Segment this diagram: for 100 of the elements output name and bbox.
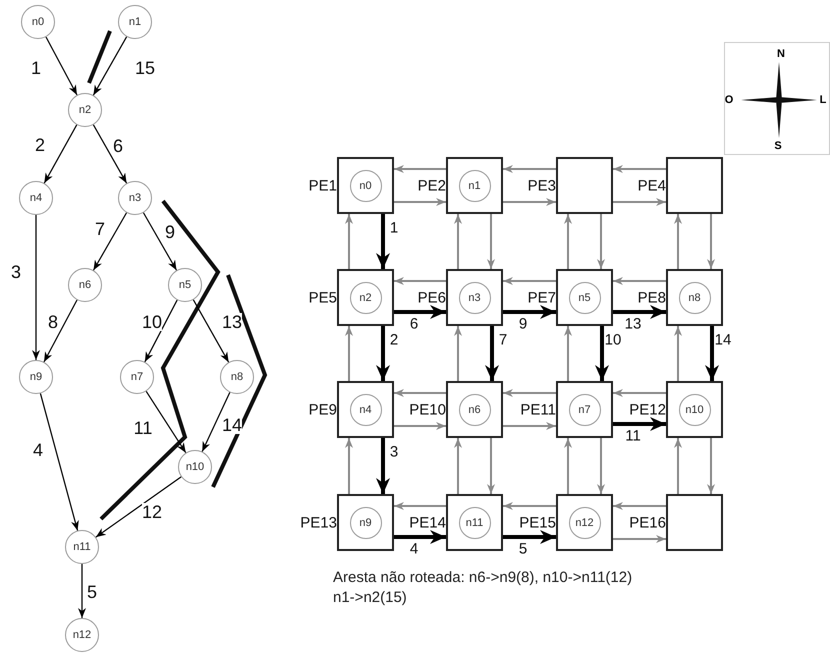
- edge-label: 5: [518, 542, 528, 556]
- edge-label: 2: [390, 332, 398, 348]
- arrow: [92, 124, 128, 184]
- arrow: [613, 165, 666, 173]
- arrow: [613, 389, 666, 397]
- edge-label: 1: [31, 59, 41, 77]
- processor-label: PE8: [638, 289, 666, 306]
- arrow: [564, 214, 572, 269]
- arrow: [613, 502, 666, 510]
- arrow: [503, 389, 556, 397]
- arrow: [146, 390, 186, 454]
- task-circle: [168, 268, 202, 302]
- task-name: n4: [359, 404, 372, 416]
- edge-label: 13: [624, 316, 642, 332]
- task-name: n10: [685, 404, 704, 416]
- processor-label: PE1: [308, 177, 337, 194]
- arrow: [44, 124, 78, 184]
- task-name: n12: [72, 629, 92, 641]
- arrow: [597, 214, 605, 269]
- arrow: [376, 214, 390, 269]
- arrow: [595, 326, 609, 381]
- arrow: [78, 564, 86, 618]
- arrow: [707, 438, 715, 494]
- task-circle: [458, 394, 490, 426]
- arrow: [376, 438, 390, 494]
- processor-label: PE11: [520, 401, 556, 418]
- task-circle: [458, 170, 490, 202]
- arrow: [394, 530, 446, 544]
- arrow: [564, 438, 572, 494]
- arrow: [394, 502, 446, 510]
- task-name: n7: [578, 404, 591, 416]
- processor-label: PE10: [409, 401, 446, 418]
- task-circle: [568, 394, 600, 426]
- task-circle: [458, 506, 490, 538]
- direction-letter: L: [820, 94, 826, 106]
- arrow: [613, 277, 666, 285]
- arrow: [96, 476, 182, 538]
- edge-label: 15: [134, 59, 156, 77]
- arrow: [503, 305, 556, 319]
- task-name: n2: [78, 104, 92, 116]
- task-name: n1: [128, 16, 142, 28]
- task-circle: [678, 394, 710, 426]
- processor-label: PE6: [418, 289, 446, 306]
- processor-label: PE13: [300, 514, 337, 531]
- task-name: n7: [130, 371, 144, 383]
- direction-letter: N: [777, 48, 785, 60]
- arrow: [202, 392, 230, 452]
- arrow: [345, 438, 353, 494]
- arrow: [613, 198, 666, 206]
- arrow: [503, 502, 556, 510]
- edge-label: 11: [134, 419, 152, 437]
- processor-label: PE16: [629, 514, 666, 531]
- edge-label: 10: [142, 313, 162, 331]
- task-circle: [65, 530, 99, 564]
- task-circle: [568, 506, 600, 538]
- arrow: [40, 393, 79, 531]
- arrow: [144, 300, 178, 362]
- processor-label: PE12: [629, 401, 666, 418]
- task-circle: [65, 618, 99, 652]
- arrow: [192, 300, 230, 362]
- arrow: [376, 326, 390, 381]
- task-name: n10: [186, 461, 204, 473]
- arrow: [613, 305, 666, 319]
- edge-label: 3: [390, 444, 398, 460]
- arrow: [487, 438, 495, 494]
- arrow: [613, 535, 666, 543]
- caption: Aresta não roteada: n6->n9(8), n10->n11(12) n1->n2(15): [333, 568, 634, 608]
- task-name: n5: [178, 279, 192, 291]
- edge-label: 7: [498, 332, 508, 348]
- task-circle: [120, 360, 154, 394]
- arrow: [454, 438, 462, 494]
- arrow: [394, 165, 446, 173]
- arrow: [487, 214, 495, 269]
- arrow: [394, 198, 446, 206]
- task-name: n0: [32, 16, 44, 28]
- task-circle: [220, 360, 254, 394]
- task-name: n9: [30, 371, 42, 383]
- arrow: [454, 326, 462, 381]
- edge-label: 4: [33, 441, 43, 459]
- task-circle: [350, 170, 382, 202]
- arrow: [142, 212, 178, 271]
- edge-label: 2: [35, 136, 45, 154]
- processor-label: PE9: [308, 401, 337, 418]
- arrow: [674, 438, 682, 494]
- arrow: [454, 214, 462, 269]
- arrow: [597, 438, 605, 494]
- edge-label: 1: [390, 220, 398, 236]
- task-circle: [19, 181, 53, 215]
- edge-label: 6: [410, 316, 418, 332]
- task-name: n6: [468, 404, 481, 416]
- arrow: [394, 277, 446, 285]
- direction-letter: O: [724, 94, 734, 106]
- task-name: n9: [359, 516, 372, 528]
- arrow: [394, 422, 446, 430]
- task-name: n2: [359, 292, 372, 304]
- arrow: [503, 530, 556, 544]
- task-circle: [350, 282, 382, 314]
- task-circle: [68, 93, 102, 127]
- processor-label: PE14: [409, 514, 446, 531]
- task-circle: [178, 450, 212, 484]
